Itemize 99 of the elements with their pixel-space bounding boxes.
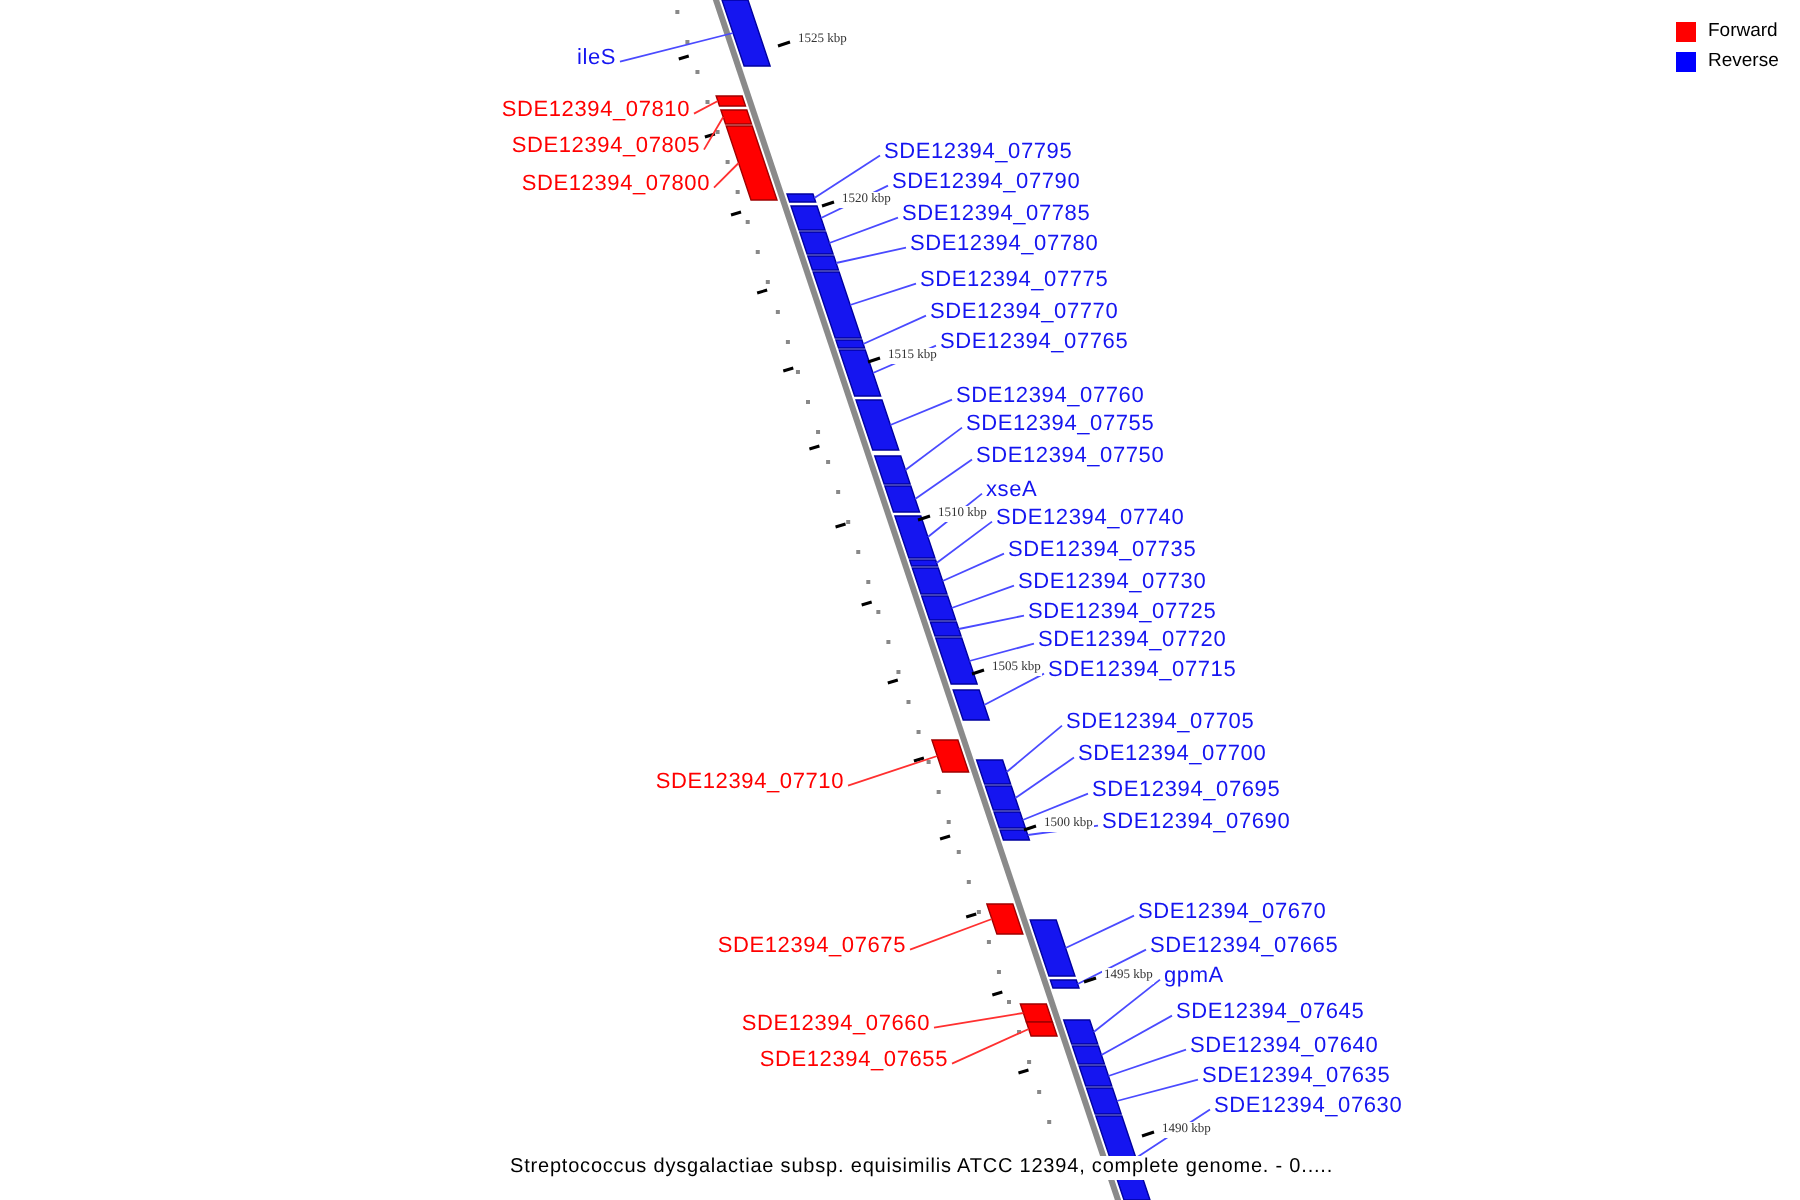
gene-label: SDE12394_07735 [1008,538,1197,564]
gene-segment [1025,1021,1059,1037]
gene-label: SDE12394_07675 [717,934,906,960]
gene-label: SDE12394_07765 [940,330,1129,356]
leader-line [950,584,1015,609]
leader-line [1021,792,1089,821]
leader-line [1100,1014,1173,1056]
gene-label: SDE12394_07665 [1150,934,1339,960]
gene-segment [786,193,817,203]
leader-line [914,458,973,500]
gene-segment [798,231,835,255]
gene-segment [855,399,900,451]
gene-label: SDE12394_07770 [930,300,1119,326]
leader-line [935,520,993,564]
leader-line [1115,1078,1199,1102]
gene-label: SDE12394_07690 [1102,810,1291,836]
gene-segment [911,567,948,595]
gene-label: SDE12394_07795 [884,140,1073,166]
gene-label: SDE12394_07785 [902,202,1091,228]
gene-segment [883,485,921,513]
gene-label: gpmA [1164,964,1224,990]
leader-line [983,672,1045,706]
gene-label: SDE12394_07705 [1066,710,1255,736]
leader-line [849,282,917,306]
gene-label: SDE12394_07640 [1190,1034,1379,1060]
gene-label: SDE12394_07740 [996,506,1185,532]
gene-segment [1049,979,1080,989]
leader-line [619,32,734,63]
gene-segment [721,0,772,67]
gene-segment [1019,1003,1054,1023]
gene-label: SDE12394_07760 [956,384,1145,410]
leader-line [703,116,725,151]
gene-segment [999,829,1031,841]
leader-line [1107,1048,1187,1077]
leader-line [862,314,927,345]
gene-label: SDE12394_07780 [910,232,1099,258]
leader-line [1005,724,1063,773]
gene-label: SDE12394_07810 [501,98,690,124]
gene-label: SDE12394_07775 [920,268,1109,294]
gene-segment [715,95,747,107]
gene-label: ileS [576,46,616,72]
gene-label: SDE12394_07730 [1018,570,1207,596]
leader-line [813,154,881,199]
leader-line [941,552,1005,582]
leader-line [847,755,939,787]
gene-label: SDE12394_07750 [976,444,1165,470]
gene-label: SDE12394_07630 [1214,1094,1403,1120]
leader-line [1076,948,1147,985]
gene-label: SDE12394_07710 [655,770,844,796]
gene-segment [1085,1087,1123,1115]
leader-line [1092,978,1161,1033]
gene-label: SDE12394_07695 [1092,778,1281,804]
gene-label: SDE12394_07755 [966,412,1155,438]
leader-line [968,642,1035,662]
gene-label: SDE12394_07700 [1078,742,1267,768]
gene-segment [993,811,1027,829]
leader-line [693,100,719,115]
gene-segment [719,109,753,125]
leader-line [889,398,953,426]
gene-segment [952,689,991,721]
gene-segment [985,903,1024,935]
gene-label: SDE12394_07670 [1138,900,1327,926]
leader-line [904,426,963,471]
leader-line [828,216,899,244]
caption: Streptococcus dysgalactiae subsp. equisimilis ATCC 12394, complete genome. - 0..... [510,1156,1334,1180]
gene-segment [873,455,912,485]
leader-line [1064,914,1135,949]
legend-label: Forward [1708,20,1778,42]
leader-line [957,614,1025,630]
gene-segment [834,339,866,349]
gene-segment [1078,1065,1113,1087]
leader-line [713,162,740,189]
leader-line [909,918,993,951]
gene-label: SDE12394_07655 [759,1048,948,1074]
gene-label: SDE12394_07635 [1202,1064,1391,1090]
leader-line [951,1028,1030,1065]
gene-segment [1071,1045,1106,1065]
gene-label: SDE12394_07725 [1028,600,1217,626]
gene-segment [984,785,1021,811]
gene-label: SDE12394_07645 [1176,1000,1365,1026]
gene-label: xseA [986,478,1038,504]
leader-line [1014,756,1075,799]
gene-segment [893,515,936,559]
leader-line [835,246,907,264]
gene-segment [929,621,963,637]
legend-label: Reverse [1708,50,1779,72]
gene-segment [920,595,957,621]
gene-label: SDE12394_07715 [1048,658,1237,684]
gene-label: SDE12394_07660 [741,1012,930,1038]
gene-label: SDE12394_07720 [1038,628,1227,654]
gene-label: SDE12394_07790 [892,170,1081,196]
leader-line [933,1012,1025,1029]
gene-segment [930,739,970,773]
gene-label: SDE12394_07800 [521,172,710,198]
gene-segment [806,255,840,271]
gene-segment [1062,1019,1099,1045]
gene-label: SDE12394_07805 [511,134,700,160]
gene-segment [975,759,1012,785]
gene-segment [908,559,939,567]
